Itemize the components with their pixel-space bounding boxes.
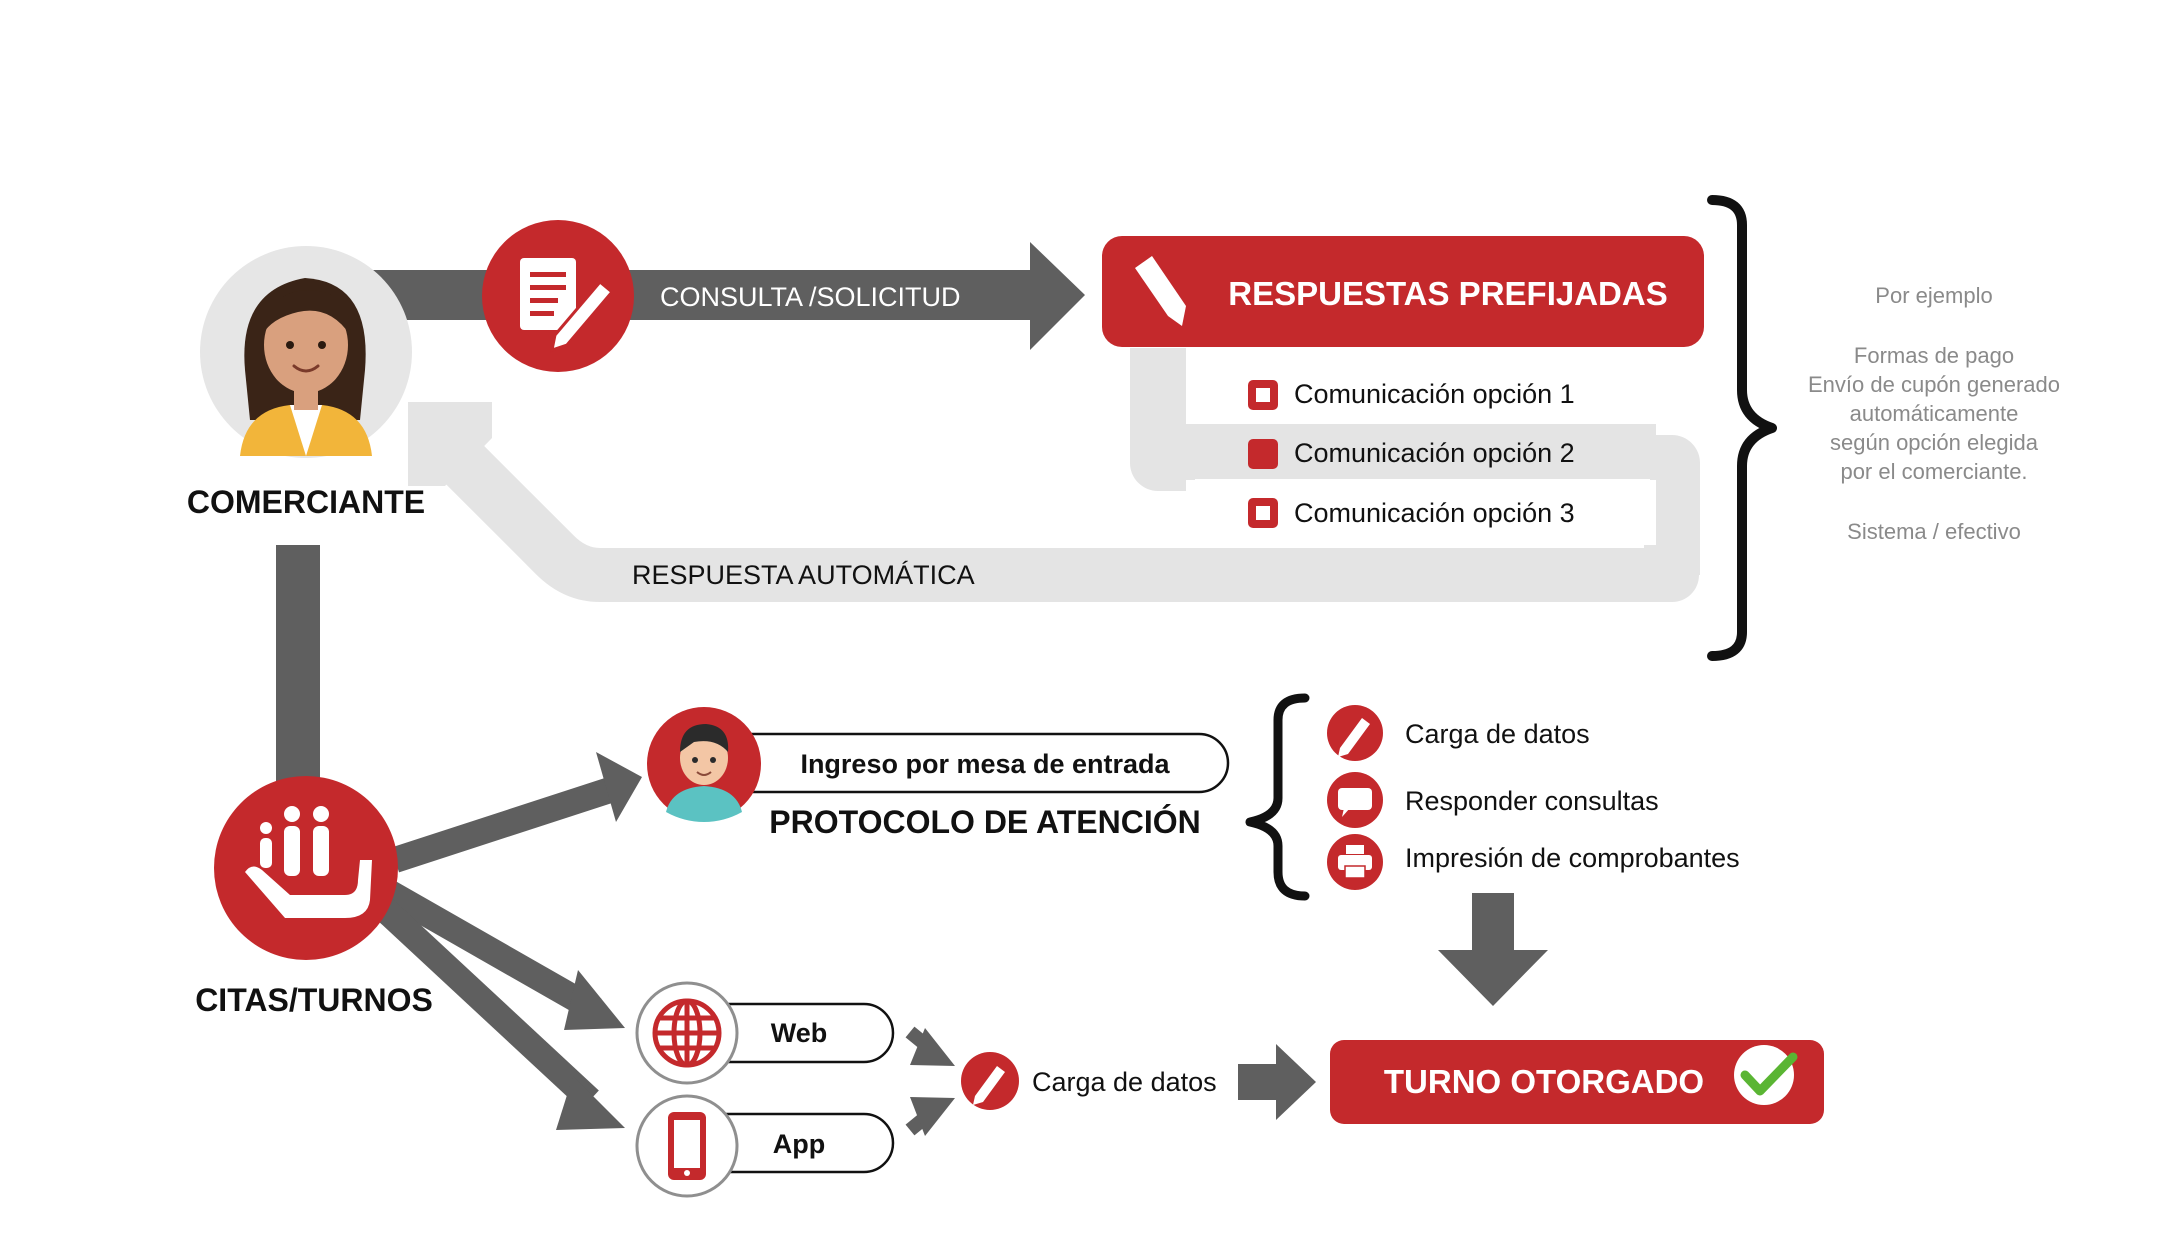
option-1: Comunicación opción 1 (1248, 379, 1575, 410)
prefixed-responses-header: RESPUESTAS PREFIJADAS (1102, 236, 1704, 347)
protocol-arrow (390, 752, 642, 873)
result-arrow (1238, 1044, 1316, 1120)
appointments-label: CITAS/TURNOS (195, 982, 433, 1018)
protocol-label: PROTOCOLO DE ATENCIÓN (769, 804, 1200, 840)
option-3: Comunicación opción 3 (1248, 498, 1575, 528)
web-to-data-arrow (905, 1026, 955, 1066)
man-avatar (647, 707, 761, 822)
document-pencil-icon (520, 258, 615, 353)
appointments-icon-circle (214, 776, 398, 960)
hand-people-icon (245, 806, 372, 918)
prefixed-responses-title: RESPUESTAS PREFIJADAS (1228, 275, 1667, 312)
note-line: por el comerciante. (1840, 459, 2027, 484)
note-line: según opción elegida (1830, 430, 2039, 455)
note-line: Envío de cupón generado (1808, 372, 2060, 397)
task-data-entry-label: Carga de datos (1405, 719, 1590, 749)
checkmark-icon (1734, 1045, 1798, 1105)
pencil-icon (973, 1066, 1005, 1105)
web-icon-circle (635, 981, 739, 1085)
option-2: Comunicación opción 2 (1248, 438, 1575, 469)
option-1-label: Comunicación opción 1 (1294, 379, 1575, 409)
app-icon-circle (635, 1094, 739, 1198)
pencil-icon (1135, 256, 1186, 326)
entry-label: Ingreso por mesa de entrada (800, 749, 1170, 779)
printer-icon (1338, 845, 1372, 879)
task-answer-queries-label: Responder consultas (1405, 786, 1659, 816)
task-answer-queries: Responder consultas (1327, 772, 1659, 828)
top-brace (1707, 195, 1777, 661)
option-2-label: Comunicación opción 2 (1294, 438, 1575, 468)
comerciante-label: COMERCIANTE (187, 484, 425, 520)
note-line: automáticamente (1850, 401, 2019, 426)
tasks-brace (1245, 693, 1310, 901)
option-3-label: Comunicación opción 3 (1294, 498, 1575, 528)
web-label: Web (771, 1018, 828, 1048)
auto-response-label: RESPUESTA AUTOMÁTICA (632, 560, 975, 590)
chat-bubble-icon (1338, 788, 1372, 817)
note-line: Formas de pago (1854, 343, 2014, 368)
option-marker-icon (1248, 439, 1278, 469)
down-arrow (1438, 893, 1548, 1006)
query-label: CONSULTA /SOLICITUD (660, 282, 961, 312)
pencil-icon (1338, 718, 1370, 757)
task-data-entry: Carga de datos (1327, 705, 1590, 761)
vertical-connector (276, 545, 320, 785)
example-note: Por ejemplo Formas de pago Envío de cupó… (1808, 283, 2060, 544)
result-box: TURNO OTORGADO (1330, 1040, 1824, 1124)
note-title: Por ejemplo (1875, 283, 1992, 308)
result-label: TURNO OTORGADO (1384, 1063, 1704, 1100)
app-arrow (371, 895, 625, 1130)
web-arrow (378, 878, 625, 1030)
channel-data-entry-label: Carga de datos (1032, 1067, 1217, 1097)
query-arrow (372, 242, 1085, 350)
comerciante-avatar (200, 246, 412, 458)
app-to-data-arrow (905, 1097, 955, 1136)
channel-data-entry: Carga de datos (961, 1052, 1217, 1110)
globe-icon (652, 998, 722, 1068)
app-label: App (773, 1129, 825, 1159)
task-print-receipts-label: Impresión de comprobantes (1405, 843, 1740, 873)
query-icon-circle (482, 220, 634, 372)
note-footer: Sistema / efectivo (1847, 519, 2021, 544)
smartphone-icon (668, 1112, 706, 1180)
task-print-receipts: Impresión de comprobantes (1327, 834, 1740, 890)
